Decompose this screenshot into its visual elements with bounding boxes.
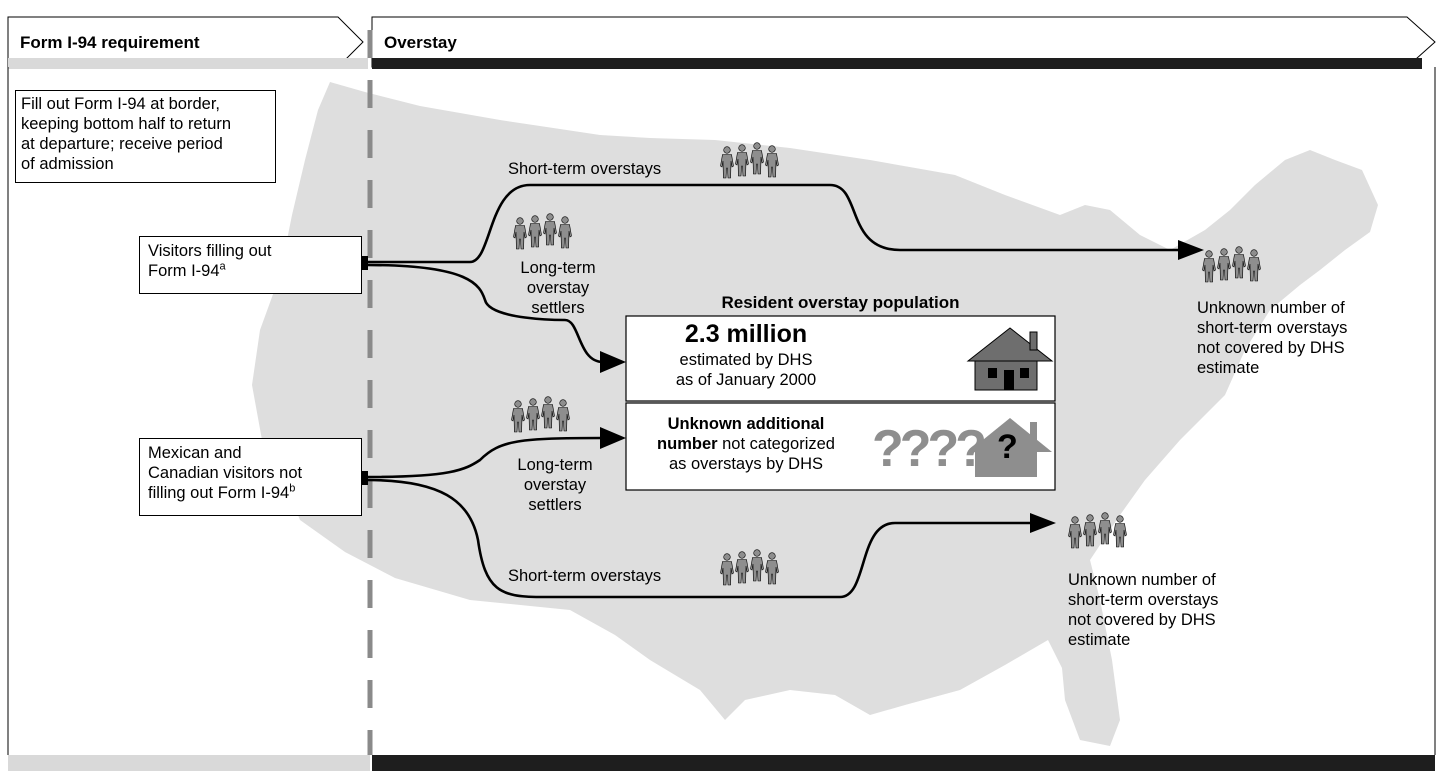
question-marks: ???? <box>872 420 987 478</box>
outcome-upper: Unknown number of short-term overstays n… <box>1197 298 1347 378</box>
estimate-value: 2.3 million <box>684 320 808 348</box>
instruction-line: of admission <box>21 155 114 173</box>
label-line: Long-term <box>517 456 593 474</box>
outcome-lower: Unknown number of short-term overstays n… <box>1068 570 1218 650</box>
outcome-line: not covered by DHS <box>1197 339 1345 357</box>
label-line: Long-term <box>520 259 596 277</box>
overstay-label: Overstay <box>384 33 457 52</box>
source-connector-top <box>362 256 368 270</box>
outcome-line: Unknown number of <box>1068 571 1216 589</box>
instruction-line: Fill out Form I-94 at border, <box>21 95 220 113</box>
unknown-additional-text: Unknown additional number not categorize… <box>626 414 866 474</box>
label-line: settlers <box>528 496 582 514</box>
source-line: filling out Form I-94b <box>148 483 353 503</box>
unknown-line: number not categorized <box>626 434 866 454</box>
source-line: Mexican and <box>148 444 242 462</box>
label-line: overstay <box>523 476 587 494</box>
source-line: Form I-94a <box>148 261 353 281</box>
long-term-upper-label: Long-term overstay settlers <box>503 258 613 318</box>
question-house-icon <box>968 418 1052 477</box>
short-term-top-label: Short-term overstays <box>508 160 662 178</box>
outcome-line: short-term overstays <box>1068 591 1219 609</box>
bottom-light-bar <box>8 755 370 771</box>
estimate-line: estimated by DHS <box>679 351 813 369</box>
source-line: Visitors filling out <box>148 242 272 260</box>
estimate-line: as of January 2000 <box>675 371 817 389</box>
flow-short-term-bottom <box>366 478 1030 599</box>
outcome-line: estimate <box>1197 359 1260 377</box>
resident-population-title: Resident overstay population <box>721 293 960 312</box>
unknown-line-bold: Unknown additional <box>667 415 825 433</box>
instruction-line: at departure; receive period <box>21 135 223 153</box>
source-line-text: filling out Form I-94 <box>148 484 290 502</box>
form-requirement-label: Form I-94 requirement <box>20 33 200 52</box>
outcome-line: estimate <box>1068 631 1131 649</box>
instruction-line: keeping bottom half to return <box>21 115 232 133</box>
instruction-box: Fill out Form I-94 at border, keeping bo… <box>15 90 276 183</box>
unknown-line: as overstays by DHS <box>668 455 824 473</box>
estimate-caption: estimated by DHS as of January 2000 <box>626 350 866 390</box>
house-icon <box>966 327 1054 391</box>
flow-long-term-lower <box>366 436 604 479</box>
source-line: Canadian visitors not <box>148 464 303 482</box>
overstay-bar <box>372 58 1422 69</box>
bottom-dark-bar <box>372 755 1435 771</box>
label-line: overstay <box>526 279 590 297</box>
long-term-lower-label: Long-term overstay settlers <box>500 455 610 515</box>
footnote-marker: b <box>289 482 296 495</box>
requirement-bar <box>8 58 368 69</box>
unknown-rest: not categorized <box>717 435 835 453</box>
outcome-line: not covered by DHS <box>1068 611 1216 629</box>
outcome-line: short-term overstays <box>1197 319 1348 337</box>
source-line-text: Form I-94 <box>148 262 220 280</box>
flow-lines <box>366 183 1180 599</box>
outcome-line: Unknown number of <box>1197 299 1345 317</box>
house-question-mark: ? <box>997 428 1018 466</box>
mexican-canadian-box: Mexican and Canadian visitors not fillin… <box>139 438 362 516</box>
arrow-head-icon <box>600 427 626 449</box>
flow-short-term-top <box>367 183 1180 264</box>
label-line: settlers <box>531 299 585 317</box>
arrow-head-icon <box>600 351 626 373</box>
arrow-head-icon <box>1030 513 1056 533</box>
flow-long-term-upper <box>366 263 604 364</box>
visitors-i94-box: Visitors filling out Form I-94a <box>139 236 362 294</box>
unknown-bold-word: number <box>657 435 718 453</box>
arrow-head-icon <box>1178 240 1204 260</box>
short-term-bottom-label: Short-term overstays <box>508 567 662 585</box>
source-connector-bottom <box>362 471 368 485</box>
footnote-marker: a <box>219 260 226 273</box>
